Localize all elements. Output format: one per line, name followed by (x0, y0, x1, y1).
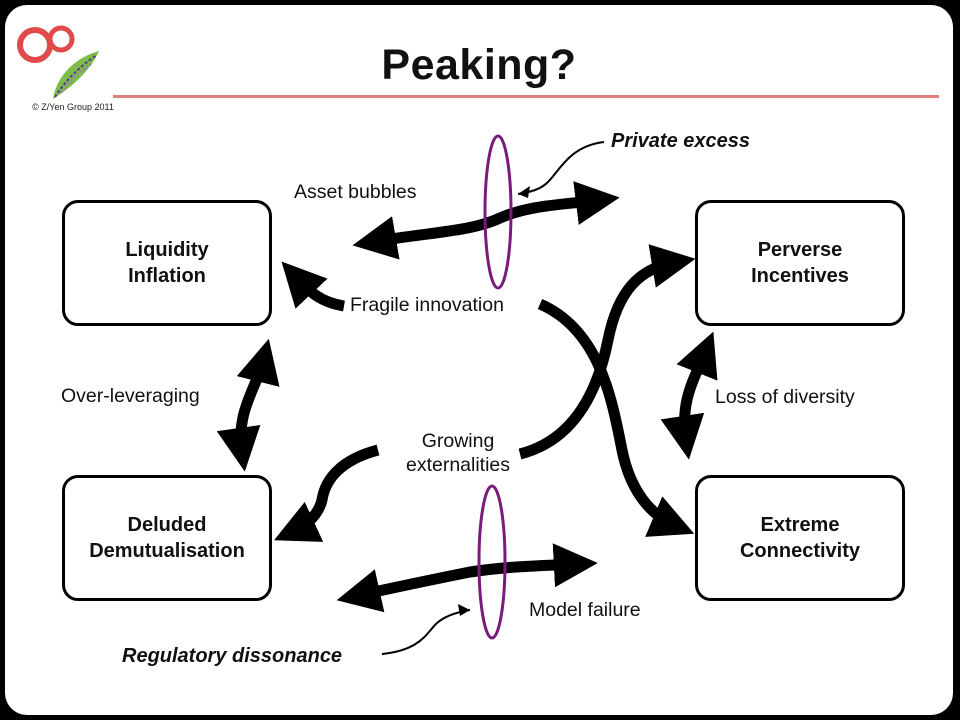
title-divider (113, 95, 939, 98)
regulatory-dissonance-pointer-head (458, 604, 470, 616)
loss-of-diversity-label: Loss of diversity (715, 386, 855, 408)
perverse-incentives-label: Perverse Incentives (751, 239, 849, 287)
regulatory-dissonance-callout: Regulatory dissonance (122, 645, 343, 667)
to-deluded-demutualisation-arrow (274, 444, 380, 542)
loss-of-diversity-arrow (660, 331, 718, 460)
extreme-connectivity-label: Extreme Connectivity (739, 514, 861, 562)
deluded-demutualisation-label: Deluded Demutualisation (89, 514, 245, 562)
fragile-innovation-arrow (281, 261, 346, 312)
growing-externalities-label: Growing externalities (405, 430, 511, 476)
page-title: Peaking? (381, 41, 577, 89)
liquidity-inflation-box: Liquidity Inflation (62, 200, 272, 326)
private-excess-pointer-head (518, 186, 530, 198)
private-excess-pointer (517, 141, 605, 195)
perverse-incentives-box: Perverse Incentives (695, 200, 905, 326)
slide: © Z/Yen Group 2011 Peaking? (5, 5, 953, 715)
asset-bubbles-label: Asset bubbles (294, 181, 417, 203)
fragile-innovation-label: Fragile innovation (350, 294, 504, 316)
over-leveraging-arrow (216, 338, 280, 472)
private-excess-callout: Private excess (611, 130, 751, 152)
over-leveraging-label: Over-leveraging (61, 385, 200, 407)
deluded-demutualisation-box: Deluded Demutualisation (62, 475, 272, 601)
regulatory-dissonance-pointer (381, 609, 471, 655)
liquidity-inflation-label: Liquidity Inflation (125, 239, 209, 287)
model-failure-arrow (336, 543, 598, 613)
copyright-text: © Z/Yen Group 2011 (32, 102, 114, 112)
to-perverse-incentives-arrow (518, 244, 696, 460)
to-extreme-connectivity-arrow (537, 298, 695, 537)
top-purple-ring (483, 134, 513, 290)
bottom-purple-ring (477, 484, 507, 640)
model-failure-label: Model failure (529, 599, 641, 621)
extreme-connectivity-box: Extreme Connectivity (695, 475, 905, 601)
z-yen-logo-icon (17, 25, 99, 99)
cycle-diagram (216, 134, 718, 655)
asset-bubbles-arrow (352, 181, 620, 260)
